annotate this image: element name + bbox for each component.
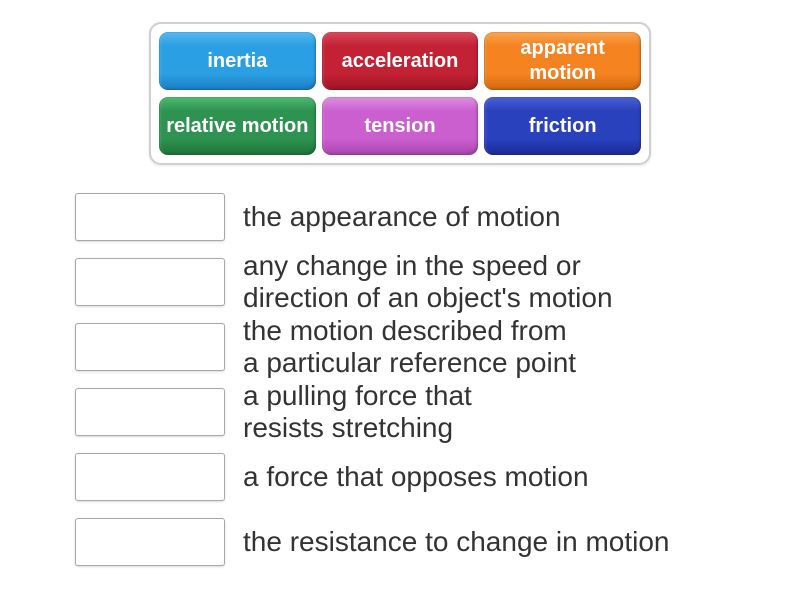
definition-text: a pulling force that resists stretching [243, 380, 472, 443]
definition-line: the resistance to change in motion [243, 526, 670, 557]
definition-text: the motion described from a particular r… [243, 315, 576, 378]
definition-text: a force that opposes motion [243, 453, 589, 501]
definition-line: any change in the speed or [243, 250, 581, 281]
answer-slot-3[interactable] [75, 323, 225, 371]
answer-slot-2[interactable] [75, 258, 225, 306]
word-tile-tension[interactable]: tension [321, 97, 479, 155]
definition-line: a particular reference point [243, 347, 577, 378]
word-tile-apparent-motion[interactable]: apparent motion [484, 32, 641, 90]
word-tile-label: apparent motion [520, 37, 605, 84]
answer-slot-6[interactable] [75, 518, 225, 566]
match-row: the resistance to change in motion [75, 518, 800, 566]
word-tile-friction[interactable]: friction [484, 97, 641, 155]
answer-slot-1[interactable] [75, 193, 225, 241]
definitions-list: the appearance of motion any change in t… [75, 193, 800, 566]
definition-line: the motion described from [243, 315, 567, 346]
match-row: a force that opposes motion [75, 453, 800, 501]
definition-text: the appearance of motion [243, 193, 561, 241]
word-tile-label: tension [364, 114, 436, 137]
word-tile-inertia[interactable]: inertia [159, 32, 316, 90]
definition-text: the resistance to change in motion [243, 518, 669, 566]
match-row: any change in the speed or direction of … [75, 250, 800, 313]
word-tile-label: friction [528, 114, 597, 137]
match-row: the motion described from a particular r… [75, 315, 800, 378]
word-tile-acceleration[interactable]: acceleration [321, 32, 479, 90]
word-tile-label: inertia [207, 49, 268, 72]
definition-text: any change in the speed or direction of … [243, 250, 613, 313]
definition-line: the appearance of motion [243, 201, 561, 232]
answer-slot-5[interactable] [75, 453, 225, 501]
match-row: the appearance of motion [75, 193, 800, 241]
match-row: a pulling force that resists stretching [75, 380, 800, 443]
word-tile-label: acceleration [341, 49, 459, 72]
definition-line: direction of an object's motion [243, 282, 613, 313]
word-tile-label: relative motion [166, 114, 309, 137]
word-tile-relative-motion[interactable]: relative motion [159, 97, 316, 155]
definition-line: a force that opposes motion [243, 461, 589, 492]
answer-slot-4[interactable] [75, 388, 225, 436]
definition-line: a pulling force that [243, 380, 472, 411]
definition-line: resists stretching [243, 412, 454, 443]
word-bank-tray: inertia acceleration apparent motion rel… [149, 22, 651, 165]
